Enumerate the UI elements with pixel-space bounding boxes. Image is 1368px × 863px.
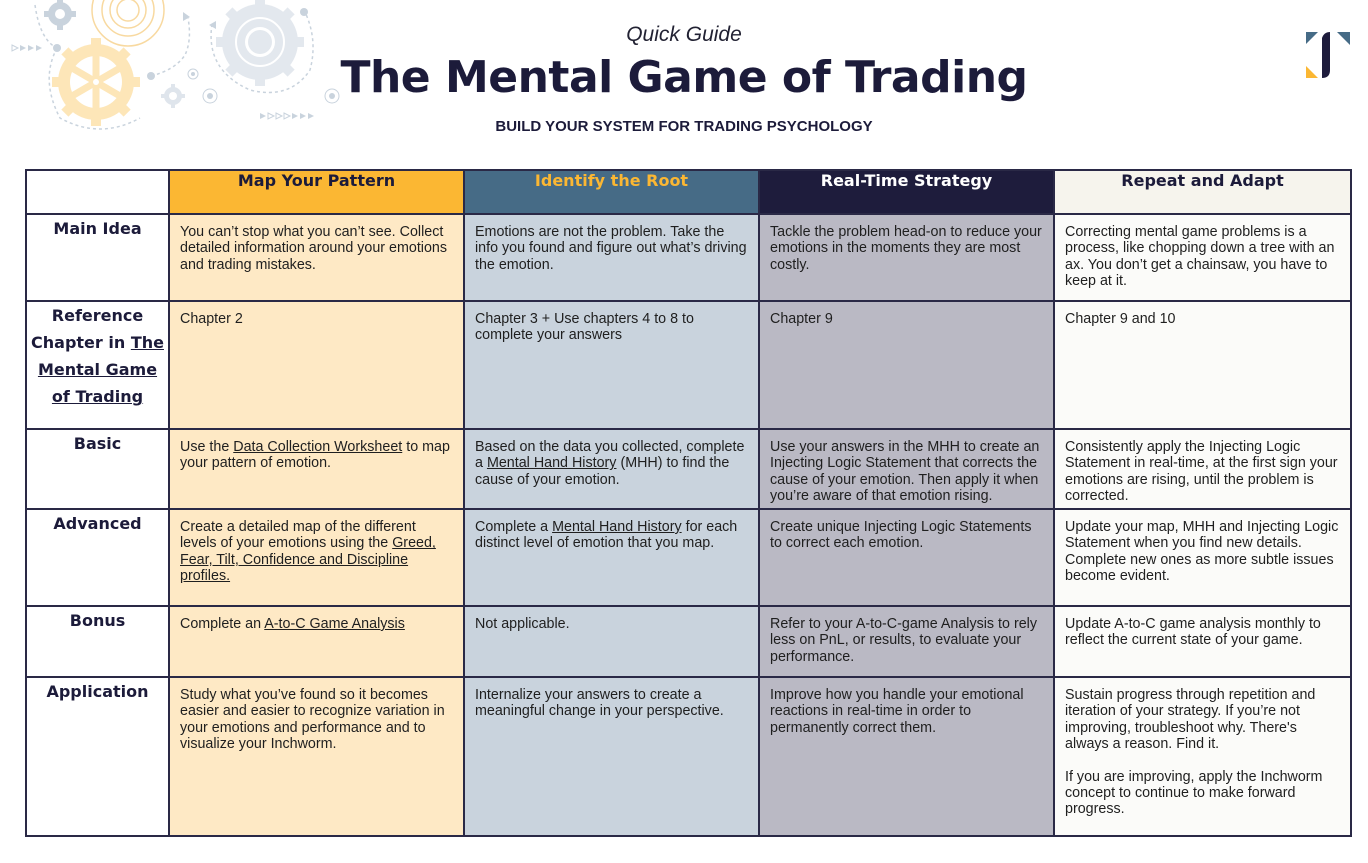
table-cell: Chapter 9 and 10 [1065, 311, 1176, 327]
mental-hand-history-link[interactable]: Mental Hand History [486, 455, 617, 472]
table-header-row: Map Your Pattern Identify the Root Real-… [25, 169, 1352, 215]
table-cell: Use the Data Collection Worksheet to map… [171, 431, 462, 472]
row-header-label: Reference Chapter in [31, 306, 144, 352]
table-cell: Chapter 3 + Use chapters 4 to 8 to compl… [475, 311, 694, 344]
gears-decoration-icon [11, 0, 340, 130]
cell-text: Create a detailed map of the different l… [180, 519, 416, 552]
row-header-advanced: Advanced [25, 508, 170, 607]
table-cell: Use your answers in the MHH to create an… [770, 439, 1040, 504]
table-cell: Improve how you handle your emotional re… [770, 687, 1024, 736]
table-cell: Chapter 9 [770, 311, 833, 327]
table-cell: Complete a Mental Hand History for each … [466, 511, 757, 552]
column-header-repeat-and-adapt: Repeat and Adapt [1053, 169, 1352, 215]
table-cell: Refer to your A-to-C-game Analysis to re… [770, 616, 1037, 665]
cell-text: Use the [180, 439, 234, 455]
cell-paragraph: If you are improving, apply the Inchworm… [1065, 768, 1323, 818]
table-row: Bonus Complete an A-to-C Game Analysis N… [25, 605, 1352, 678]
column-header-map-your-pattern: Map Your Pattern [168, 169, 465, 215]
mental-hand-history-link[interactable]: Mental Hand History [552, 519, 682, 535]
cell-text: Complete a [475, 519, 553, 535]
table-row: Reference Chapter in The Mental Game of … [25, 300, 1352, 430]
cell-text: Complete an [180, 616, 265, 632]
table-row: Basic Use the Data Collection Worksheet … [25, 428, 1352, 510]
table-cell: Consistently apply the Injecting Logic S… [1065, 439, 1338, 505]
table-cell: Create unique Injecting Logic Statements… [770, 519, 1032, 552]
table-cell: Sustain progress through repetition and … [1056, 679, 1349, 818]
table-cell: Not applicable. [475, 616, 570, 632]
page-tagline: BUILD YOUR SYSTEM FOR TRADING PSYCHOLOGY [495, 118, 873, 135]
table-row: Advanced Create a detailed map of the di… [25, 508, 1352, 607]
table-cell: Emotions are not the problem. Take the i… [475, 224, 747, 273]
column-header-identify-the-root: Identify the Root [463, 169, 760, 215]
cell-text: (MHH) to find the cause of your emotion. [475, 455, 730, 488]
page-title: The Mental Game of Trading [340, 52, 1028, 103]
table-cell: You can’t stop what you can’t see. Colle… [180, 224, 448, 273]
book-title-link[interactable]: The Mental Game of Trading [37, 333, 164, 406]
table-cell: Create a detailed map of the different l… [171, 511, 462, 585]
a-to-c-game-analysis-link[interactable]: A-to-C Game Analysis [264, 616, 405, 632]
table-cell: Update your map, MHH and Injecting Logic… [1065, 519, 1339, 585]
table-cell: Study what you’ve found so it becomes ea… [180, 687, 445, 753]
cell-text: Based on the data you collected, complet… [475, 439, 745, 472]
data-collection-worksheet-link[interactable]: Data Collection Worksheet [233, 439, 403, 455]
table-cell: Based on the data you collected, complet… [466, 431, 757, 488]
table-cell: Complete an A-to-C Game Analysis [171, 608, 462, 632]
table-row: Application Study what you’ve found so i… [25, 676, 1352, 837]
cell-text: for each distinct level of emotion that … [475, 519, 738, 552]
table-cell: Chapter 2 [180, 311, 243, 327]
guide-kicker: Quick Guide [626, 23, 742, 46]
emotion-profiles-link[interactable]: Greed, Fear, Tilt, Confidence and Discip… [180, 535, 436, 585]
table-cell: Internalize your answers to create a mea… [475, 687, 724, 720]
corner-cell [25, 169, 170, 215]
table-cell: Update A-to-C game analysis monthly to r… [1065, 616, 1321, 649]
table-cell: Tackle the problem head-on to reduce you… [770, 224, 1042, 273]
column-header-real-time-strategy: Real-Time Strategy [758, 169, 1055, 215]
guide-table: Map Your Pattern Identify the Root Real-… [25, 169, 1352, 837]
cell-text: to map your pattern of emotion. [180, 439, 450, 472]
brand-logo-icon [1306, 32, 1350, 78]
row-header-basic: Basic [25, 428, 170, 510]
row-header-main-idea: Main Idea [25, 213, 170, 302]
row-header-application: Application [25, 676, 170, 837]
table-cell: Correcting mental game problems is a pro… [1065, 224, 1335, 290]
row-header-bonus: Bonus [25, 605, 170, 678]
table-row: Main Idea You can’t stop what you can’t … [25, 213, 1352, 302]
cell-paragraph: Sustain progress through repetition and … [1065, 687, 1316, 753]
row-header-reference-chapter: Reference Chapter in The Mental Game of … [25, 300, 170, 430]
